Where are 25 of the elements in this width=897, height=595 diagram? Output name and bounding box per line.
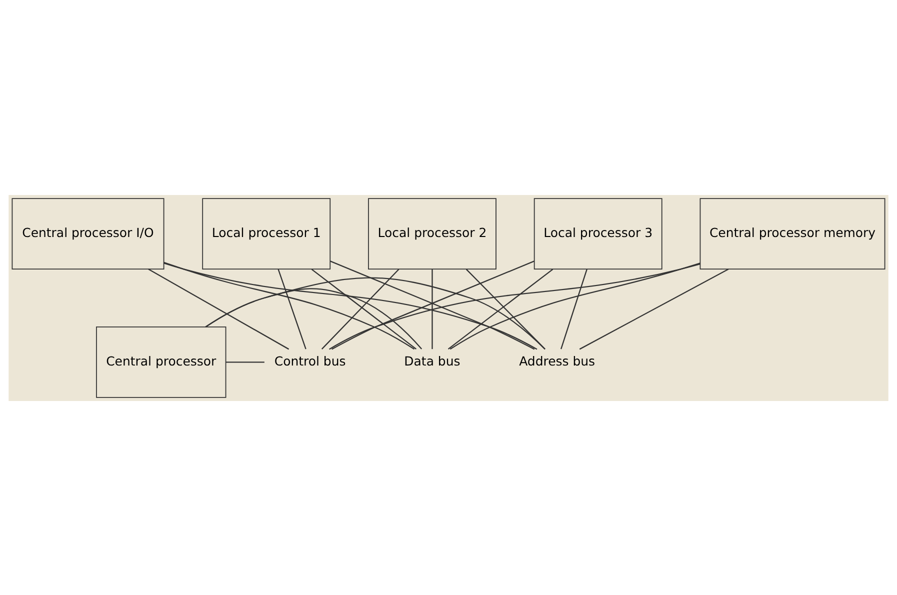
node-box: Local processor 1	[202, 198, 331, 269]
connector	[226, 361, 264, 362]
connector	[560, 268, 588, 349]
connector	[278, 268, 306, 349]
connector	[164, 261, 415, 350]
connector	[579, 268, 729, 350]
node-text: Address bus	[519, 353, 596, 368]
connector	[311, 268, 417, 350]
connector	[148, 268, 290, 350]
node-box: Local processor 3	[534, 198, 662, 269]
connector	[164, 262, 538, 350]
connector	[321, 268, 400, 349]
node-box: Central processor I/O	[12, 198, 164, 269]
node-box: Local processor 2	[368, 198, 496, 269]
connector	[466, 268, 546, 349]
connector	[329, 262, 700, 350]
node-text: Data bus	[404, 353, 460, 368]
connector	[205, 288, 422, 349]
node-box: Central processor	[96, 326, 226, 398]
connector	[448, 268, 554, 350]
node-box: Central processor memory	[700, 198, 886, 269]
connector	[432, 268, 433, 349]
node-text: Control bus	[274, 353, 346, 368]
connector	[205, 276, 546, 350]
connector	[450, 262, 700, 350]
